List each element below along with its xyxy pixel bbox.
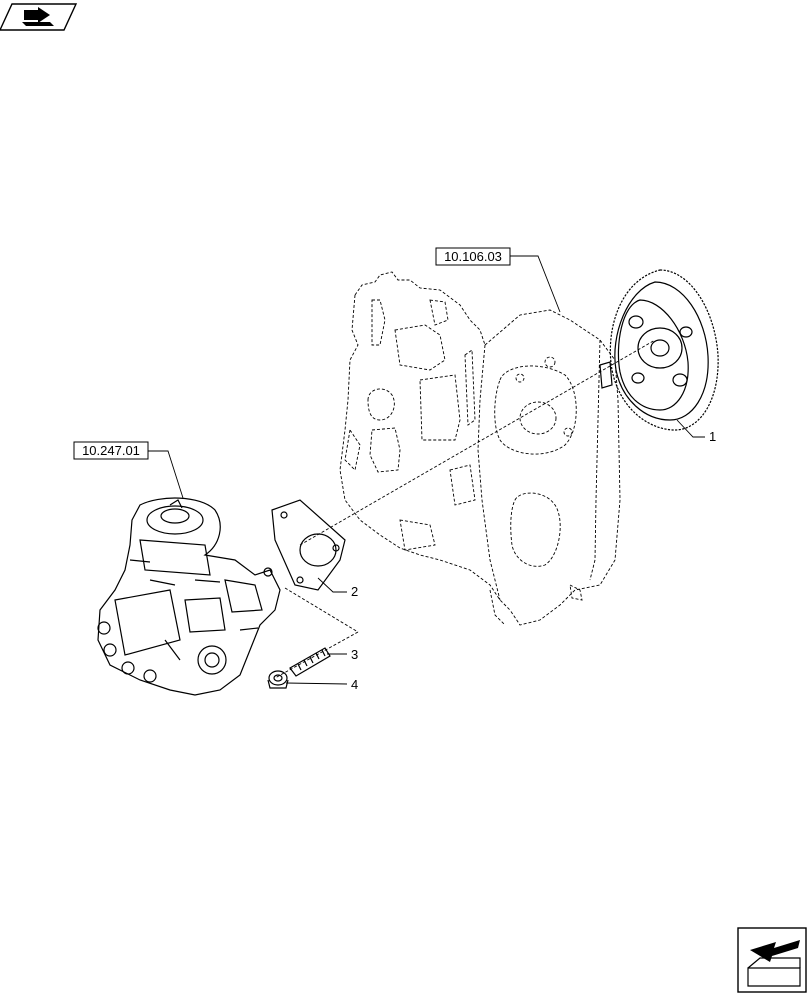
leader-gear bbox=[676, 419, 705, 438]
reference-label-crankcase: 10.106.03 bbox=[444, 249, 502, 264]
leader-gasket bbox=[317, 577, 347, 593]
assembly-axis-lines bbox=[274, 339, 656, 679]
next-page-arrow-icon[interactable] bbox=[737, 927, 807, 993]
callout-2: 2 bbox=[351, 584, 358, 599]
leader-nut bbox=[285, 682, 348, 685]
reference-box-injection-pump[interactable]: 10.247.01 bbox=[73, 441, 149, 460]
crankcase-housing bbox=[339, 271, 621, 626]
pump-flange-gasket bbox=[271, 499, 346, 591]
fuel-injection-pump bbox=[97, 497, 281, 696]
timing-gear bbox=[599, 269, 719, 431]
flange-nut bbox=[267, 670, 289, 689]
callout-1: 1 bbox=[709, 429, 716, 444]
stud bbox=[289, 647, 331, 677]
callout-4: 4 bbox=[351, 677, 358, 692]
reference-box-crankcase[interactable]: 10.106.03 bbox=[435, 247, 511, 266]
leader-injection-pump bbox=[148, 450, 184, 499]
reference-label-injection-pump: 10.247.01 bbox=[82, 443, 140, 458]
leader-crankcase bbox=[510, 255, 561, 313]
callout-3: 3 bbox=[351, 647, 358, 662]
book-with-arrow-icon[interactable] bbox=[0, 3, 78, 31]
